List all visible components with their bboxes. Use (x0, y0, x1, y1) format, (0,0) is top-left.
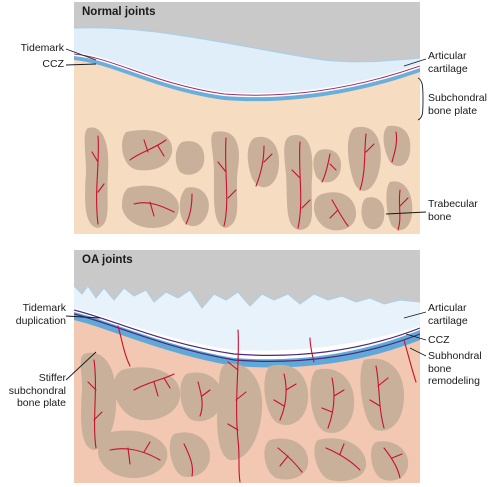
label-subchondral-bone-plate: Subchondral bone plate (428, 92, 487, 117)
label-tidemark: Tidemark (20, 42, 64, 54)
label-stiffer-subchondral-bone-plate: Stiffer subchondral bone plate (8, 372, 66, 409)
oa-joints-title: OA joints (82, 254, 133, 266)
label-subchondral-bone-remodeling: Subhondral bone remodeling (428, 350, 482, 387)
label-ccz: CCZ (42, 58, 64, 70)
tidemark-line (74, 53, 420, 96)
normal-joint-illustration (74, 2, 420, 234)
label-oa-ccz: CCZ (428, 334, 450, 346)
blood-vessels (91, 131, 409, 231)
oa-joints-panel: OA joints (74, 250, 420, 483)
label-articular-cartilage: Articular cartilage (428, 50, 468, 75)
tidemark-line-2 (74, 313, 420, 362)
label-trabecular-bone: Trabecular bone (428, 198, 478, 223)
label-oa-articular-cartilage: Articular cartilage (428, 302, 468, 327)
tidemark-line-1 (74, 309, 420, 356)
blood-vessels (87, 325, 417, 483)
label-tidemark-duplication: Tidemark duplication (15, 302, 66, 327)
oa-joint-illustration (74, 250, 420, 483)
normal-joints-title: Normal joints (82, 6, 156, 18)
normal-joints-panel: Normal joints (74, 2, 420, 234)
